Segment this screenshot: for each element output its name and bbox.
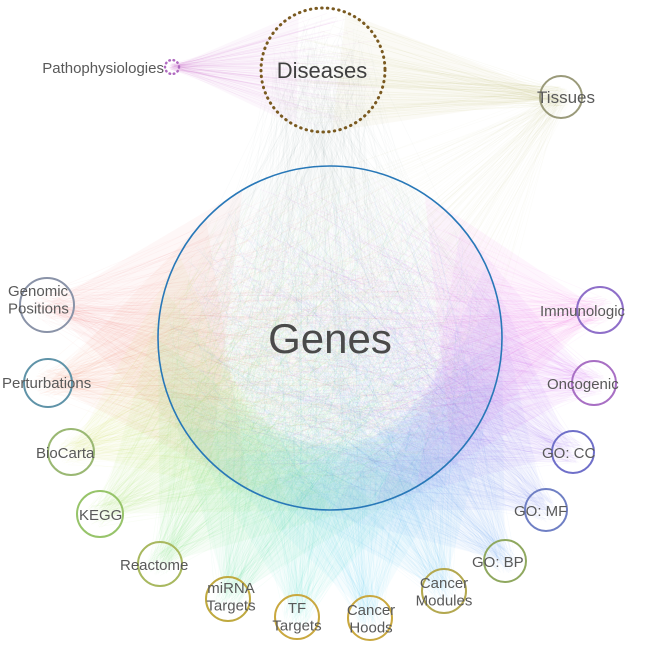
node-label-pathophysiologies: Pathophysiologies [42,60,164,77]
node-label-go-mf: GO: MF [514,503,567,520]
node-go-cc[interactable] [551,430,595,474]
node-perturbations[interactable] [23,358,73,408]
diseases-hub-circle[interactable] [259,6,387,134]
fan-wedge [332,12,561,132]
fan-wedge [424,194,600,460]
node-tf-targets[interactable] [274,594,320,640]
node-label-go-cc: GO: CC [542,445,596,462]
fan-wedge [165,386,418,599]
node-go-mf[interactable] [524,488,568,532]
edge-fan-immunologic-to-genes [170,182,614,498]
edge-fans [32,12,614,631]
fan-wedge [416,226,594,487]
node-label-biocarta: BioCarta [36,445,95,462]
node-cancer-hoods[interactable] [347,595,393,641]
fan-wedge [47,189,243,463]
fan-wedge [250,379,497,591]
diseases-hub-label: Diseases [277,58,367,83]
fan-wedge [373,265,573,505]
node-reactome[interactable] [137,541,183,587]
node-kegg[interactable] [76,490,124,538]
node-label-oncogenic: Oncogenic [547,376,619,393]
node-oncogenic[interactable] [571,360,617,406]
fan-wedge [158,339,377,564]
edge-fan-go-cc-to-genes [169,194,585,505]
fan-wedge [48,218,250,490]
edge-fan-reactome-to-genes [146,176,490,576]
node-genomic-positions[interactable] [19,277,75,333]
fan-wedge [182,426,453,617]
fan-wedge [330,299,546,510]
node-cancer-modules[interactable] [421,568,467,614]
node-mirna-targets[interactable] [205,576,251,622]
node-immunologic[interactable] [576,286,624,334]
edge-fan-genomic-positions-to-genes [32,175,492,495]
node-label-kegg: KEGG [79,507,122,524]
edge-fan-mirna-targets-to-genes [165,182,480,612]
fan-wedge [286,335,505,561]
edge-fan-oncogenic-to-genes [175,176,606,490]
node-pathophysiologies[interactable] [163,58,181,76]
edge-fan-go-bp-to-genes [167,181,517,574]
edge-fan-cancer-hoods-to-genes [177,187,491,631]
fan-wedge [71,255,290,506]
node-label-tissues: Tissues [537,88,595,107]
node-tissues[interactable] [539,75,583,119]
fan-wedge [209,422,480,618]
edge-fan-tissues-to-diseases [272,12,571,132]
node-go-bp[interactable] [483,539,527,583]
node-label-reactome: Reactome [120,557,188,574]
node-label-perturbations: Perturbations [2,375,91,392]
edge-fan-biocarta-to-genes [58,175,485,506]
edge-fan-tf-targets-to-genes [167,179,496,630]
node-label-immunologic: Immunologic [540,303,626,320]
node-biocarta[interactable] [47,428,95,476]
edge-fan-cancer-modules-to-genes [164,179,497,603]
genes-hub-circle[interactable] [157,165,503,511]
genes-hub-label: Genes [268,315,392,362]
node-label-go-bp: GO: BP [472,554,524,571]
edge-fan-perturbations-to-genes [34,184,481,490]
